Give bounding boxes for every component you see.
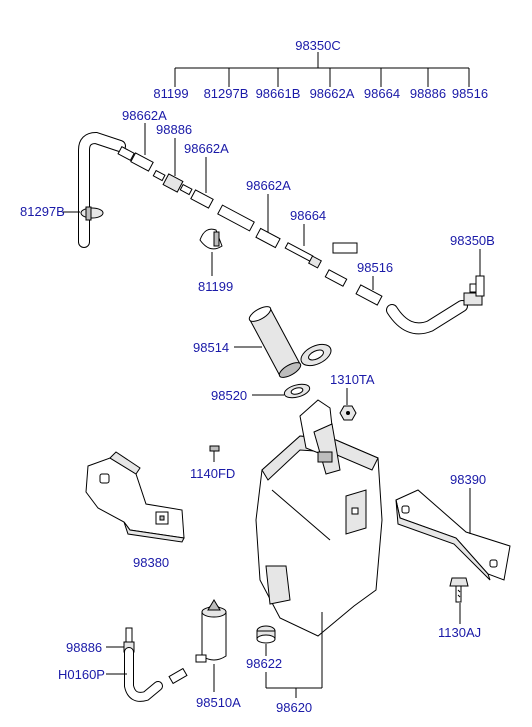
label-1130aj: 1130AJ — [438, 625, 481, 640]
label-98622: 98622 — [246, 656, 282, 671]
filler-neck-98514 — [248, 306, 332, 378]
label-1140fd: 1140FD — [190, 466, 235, 481]
label-98390: 98390 — [450, 472, 486, 487]
nozzle-hose — [386, 300, 468, 335]
label-98516: 98516 — [357, 260, 393, 275]
nut-1310ta — [339, 405, 357, 421]
bolt-1130aj — [449, 577, 469, 603]
left-hose — [78, 131, 126, 248]
label-98380: 98380 — [133, 555, 169, 570]
grommet-98622 — [256, 625, 276, 644]
label-kit-98662a: 98662A — [310, 86, 355, 101]
label-kit-98661b: 98661B — [256, 86, 301, 101]
clip-81297b — [80, 206, 104, 221]
label-81297b: 81297B — [20, 204, 65, 219]
label-1310ta: 1310TA — [330, 372, 375, 387]
label-98886-bottom: 98886 — [66, 640, 102, 655]
clip-81199 — [199, 228, 223, 250]
label-kit-98664: 98664 — [364, 86, 400, 101]
bracket-98380 — [85, 451, 185, 543]
label-kit-81297b: 81297B — [204, 86, 249, 101]
label-98662a-3: 98662A — [246, 178, 291, 193]
check-valve-98886 — [152, 169, 193, 196]
hose-h0160p — [124, 647, 163, 702]
label-98662a-1: 98662A — [122, 108, 167, 123]
label-98510a: 98510A — [196, 695, 241, 710]
hose-98662a-3 — [255, 227, 281, 249]
label-98664: 98664 — [290, 208, 326, 223]
bracket-98390 — [395, 489, 511, 581]
joint-98516 — [324, 269, 383, 306]
label-81199: 81199 — [198, 279, 233, 294]
label-kit-81199: 81199 — [153, 86, 188, 101]
label-kit-98886: 98886 — [410, 86, 446, 101]
connector-98664 — [284, 242, 358, 269]
label-98886: 98886 — [156, 122, 192, 137]
hose-98662a-2 — [190, 189, 214, 209]
bolt-1140fd — [209, 445, 220, 462]
kit-tree — [174, 52, 470, 87]
label-98662a-2: 98662A — [184, 141, 229, 156]
nozzle-98350b — [463, 275, 485, 306]
pump-98510a — [195, 599, 227, 663]
small-hose-bottom — [168, 667, 188, 685]
label-98514: 98514 — [193, 340, 229, 355]
label-kit-98516: 98516 — [452, 86, 488, 101]
hose-98662a-mid — [217, 204, 255, 232]
hose-98662a-1 — [117, 146, 154, 172]
reservoir-98620 — [255, 399, 383, 637]
label-98620: 98620 — [276, 700, 312, 715]
label-h0160p: H0160P — [58, 667, 105, 682]
label-98520: 98520 — [211, 388, 247, 403]
label-98350c: 98350C — [295, 38, 341, 53]
seal-98520 — [283, 383, 311, 399]
label-98350b: 98350B — [450, 233, 495, 248]
